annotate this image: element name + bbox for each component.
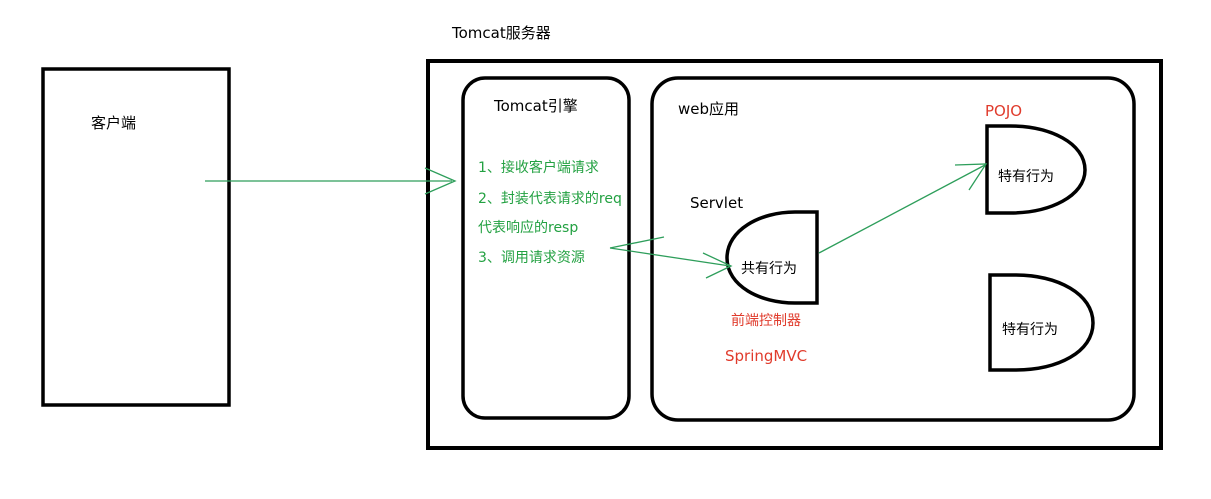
pojo-shape-1-label: 特有行为 bbox=[998, 169, 1054, 185]
engine-box bbox=[461, 76, 631, 420]
framework-label: SpringMVC bbox=[725, 347, 807, 365]
arrow-servlet-to-pojo bbox=[818, 164, 986, 254]
front-controller-label: 前端控制器 bbox=[731, 312, 801, 329]
engine-step-2b: 代表响应的resp bbox=[478, 219, 578, 236]
pojo-shape-2 bbox=[988, 273, 1095, 372]
arrow-engine-to-servlet-head bbox=[702, 252, 733, 279]
arrow-engine-to-servlet bbox=[609, 247, 731, 267]
engine-step-1: 1、接收客户端请求 bbox=[478, 159, 599, 176]
client-label: 客户端 bbox=[91, 114, 136, 132]
server-title: Tomcat服务器 bbox=[451, 24, 551, 42]
servlet-label: Servlet bbox=[690, 194, 743, 212]
pojo-shape-1 bbox=[985, 124, 1087, 215]
webapp-box bbox=[650, 76, 1136, 422]
servlet-shape-label: 共有行为 bbox=[741, 261, 797, 277]
server-box bbox=[426, 59, 1163, 450]
arrow-engine-tail bbox=[609, 236, 665, 249]
servlet-shape bbox=[725, 210, 819, 305]
engine-step-3: 3、调用请求资源 bbox=[478, 250, 585, 266]
arrow-servlet-to-pojo-head bbox=[954, 163, 988, 191]
webapp-title: web应用 bbox=[678, 100, 739, 118]
client-box bbox=[41, 67, 231, 407]
engine-step-2: 2、封装代表请求的req bbox=[478, 191, 622, 207]
pojo-label: POJO bbox=[985, 102, 1022, 120]
arrow-client-to-engine-head bbox=[424, 167, 457, 195]
pojo-shape-2-label: 特有行为 bbox=[1002, 322, 1058, 338]
engine-title: Tomcat引擎 bbox=[493, 97, 578, 115]
